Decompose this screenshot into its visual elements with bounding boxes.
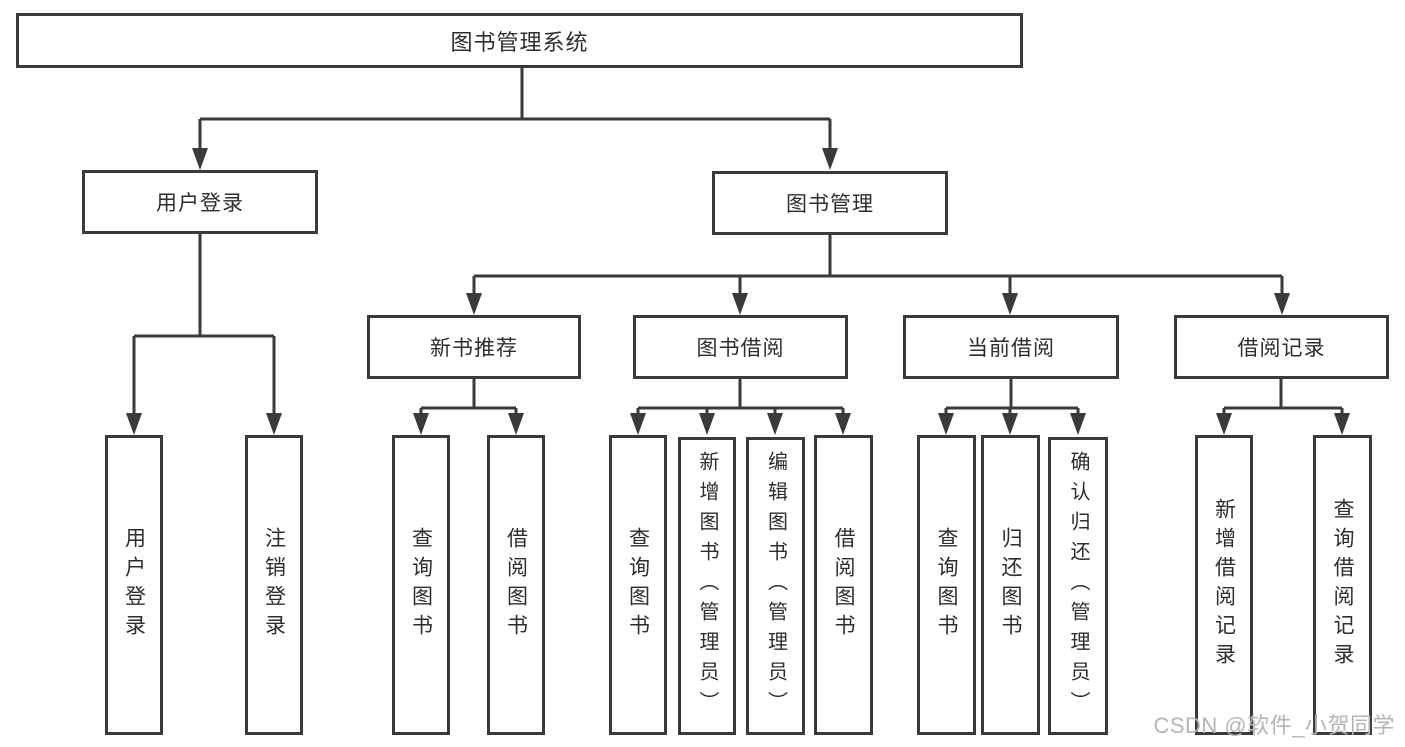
node-label: 查询图书 (935, 527, 958, 643)
leaf-cb-return-books: 归还图书 (981, 435, 1040, 735)
node-current-borrowing: 当前借阅 (903, 315, 1119, 379)
node-label: 查询图书 (409, 527, 433, 643)
node-label: 查询借阅记录 (1331, 498, 1354, 672)
node-label: 确认归还（管理员） (1067, 451, 1089, 721)
node-label: 借阅图书 (504, 527, 528, 643)
leaf-cb-query-books: 查询图书 (917, 435, 976, 735)
leaf-bb-add-books-admin: 新增图书（管理员） (678, 437, 736, 735)
leaf-br-add-record: 新增借阅记录 (1195, 435, 1253, 735)
node-label: 用户登录 (122, 527, 146, 643)
node-book-borrowing: 图书借阅 (633, 315, 848, 379)
node-label: 图书管理 (786, 193, 874, 216)
node-label: 图书管理系统 (450, 29, 589, 55)
node-label: 用户登录 (156, 192, 244, 215)
csdn-watermark: CSDN @软件_小贺同学 (1153, 713, 1395, 738)
node-label: 新书推荐 (430, 337, 518, 360)
leaf-bb-edit-books-admin: 编辑图书（管理员） (746, 437, 805, 735)
node-borrowing-records: 借阅记录 (1174, 315, 1389, 379)
node-label: 当前借阅 (967, 337, 1055, 360)
node-label: 新增图书（管理员） (696, 451, 718, 721)
leaf-cb-confirm-return-admin: 确认归还（管理员） (1048, 437, 1108, 735)
node-library-management-system: 图书管理系统 (16, 13, 1023, 68)
node-new-book-recommendation: 新书推荐 (367, 315, 581, 379)
node-label: 注销登录 (262, 527, 286, 643)
node-label: 编辑图书（管理员） (764, 451, 787, 721)
node-label: 图书借阅 (696, 337, 785, 360)
node-label: 借阅记录 (1237, 337, 1326, 360)
node-book-management: 图书管理 (712, 171, 948, 235)
node-label: 新增借阅记录 (1212, 498, 1236, 672)
node-label: 查询图书 (626, 527, 650, 643)
node-label: 借阅图书 (832, 527, 855, 643)
leaf-logout: 注销登录 (245, 435, 303, 735)
node-label: 归还图书 (999, 527, 1022, 643)
leaf-br-query-record: 查询借阅记录 (1313, 435, 1372, 735)
leaf-rec-query-books: 查询图书 (392, 435, 450, 735)
leaf-bb-borrow-books: 借阅图书 (814, 435, 873, 735)
leaf-bb-query-books: 查询图书 (609, 435, 667, 735)
leaf-rec-borrow-books: 借阅图书 (487, 435, 545, 735)
node-user-login: 用户登录 (82, 170, 318, 234)
leaf-user-login: 用户登录 (105, 435, 163, 735)
